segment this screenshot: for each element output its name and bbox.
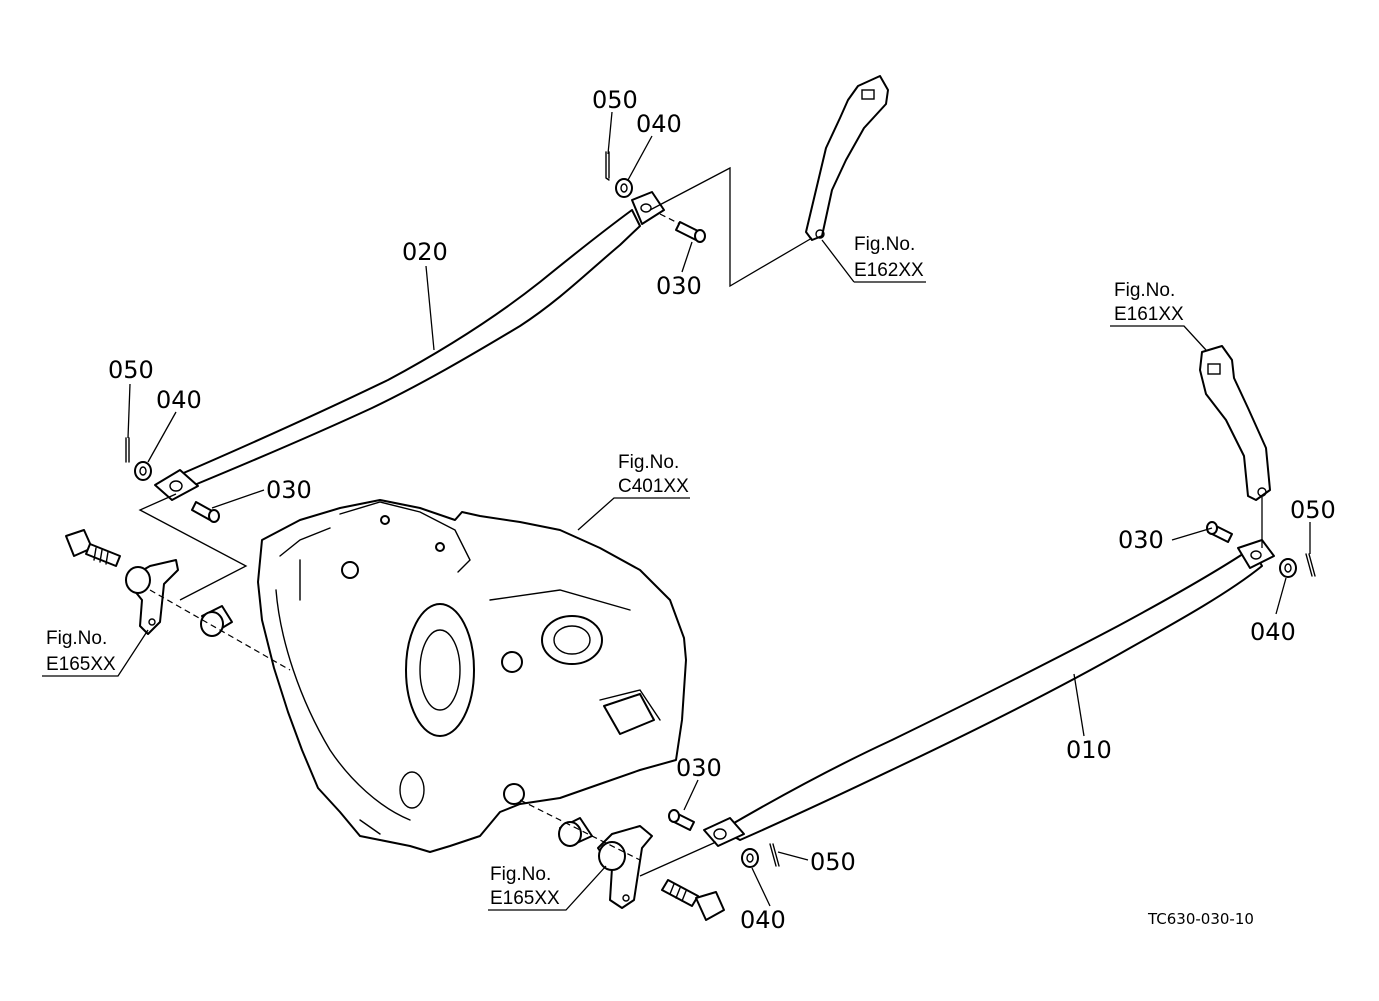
- fig-label-e161: Fig.No.: [1114, 280, 1175, 301]
- bushing-bottom: [558, 817, 593, 847]
- callout-050-bottom: 050: [810, 848, 856, 876]
- figure-ref-e162[interactable]: Fig.No. E162XX: [821, 234, 926, 283]
- clevis-010-right: [1237, 539, 1275, 569]
- arm-e162[interactable]: [805, 75, 889, 241]
- callout-030-right: 030: [1118, 526, 1164, 554]
- callout-040-left: 040: [156, 386, 202, 414]
- leader-050-top: [607, 111, 613, 155]
- bolt-bottom: [661, 879, 725, 921]
- callout-020: 020: [402, 238, 448, 266]
- fig-label-e165-bottom: Fig.No.: [490, 864, 551, 885]
- callout-030-bottom: 030: [676, 754, 722, 782]
- cotter-pin-050-top: [605, 151, 610, 181]
- rod-010[interactable]: [721, 547, 1263, 841]
- clevis-020-right: [631, 191, 665, 225]
- bolt-left: [65, 529, 121, 567]
- leader-050-bottom: [777, 851, 809, 861]
- fig-number-e165-bottom: E165XX: [490, 888, 560, 909]
- washer-040-left: [134, 461, 152, 481]
- callout-040-right: 040: [1250, 618, 1296, 646]
- arm-e161[interactable]: [1199, 345, 1271, 501]
- washer-040-bottom: [741, 848, 759, 868]
- callout-050-right: 050: [1290, 496, 1336, 524]
- callout-050-left: 050: [108, 356, 154, 384]
- callout-030-left: 030: [266, 476, 312, 504]
- leader-050-left: [127, 383, 131, 439]
- cotter-pin-050-bottom: [769, 843, 780, 867]
- pin-030-right: [1206, 521, 1233, 543]
- leader-020: [425, 265, 435, 351]
- callout-040-top: 040: [636, 110, 682, 138]
- leader-030-bottom: [683, 779, 699, 811]
- drawing-code: TC630-030-10: [1147, 910, 1254, 928]
- figure-ref-e165-bottom[interactable]: Fig.No. E165XX: [488, 864, 607, 911]
- fig-number-e165-left: E165XX: [46, 654, 116, 675]
- clevis-010-left: [703, 817, 745, 847]
- cotter-pin-050-right: [1305, 553, 1316, 577]
- washer-040-top: [615, 178, 633, 198]
- cotter-pin-050-left: [125, 437, 130, 463]
- bracket-e165-bottom[interactable]: [597, 825, 653, 909]
- callout-050-top: 050: [592, 86, 638, 114]
- pin-030-bottom: [668, 809, 695, 831]
- rod-020[interactable]: [171, 209, 641, 487]
- fig-label-e165-left: Fig.No.: [46, 628, 107, 649]
- figure-ref-e165-left[interactable]: Fig.No. E165XX: [42, 628, 149, 677]
- pin-030-top: [659, 213, 706, 243]
- assembly-line-top: [649, 166, 813, 288]
- fig-label-e162: Fig.No.: [854, 234, 915, 255]
- leader-040-right: [1275, 577, 1287, 615]
- transmission-case-c401[interactable]: [257, 499, 687, 853]
- leader-010: [1073, 673, 1085, 737]
- callout-040-bottom: 040: [740, 906, 786, 934]
- leader-040-top: [627, 135, 653, 181]
- fig-number-e162: E162XX: [854, 260, 924, 281]
- fig-number-c401: C401XX: [618, 476, 689, 497]
- leader-030-left: [211, 489, 265, 509]
- leader-040-left: [147, 411, 177, 463]
- assembly-line-bottom: [639, 841, 717, 877]
- bushing-left: [200, 605, 233, 637]
- pin-030-left: [191, 501, 220, 523]
- figure-ref-e161[interactable]: Fig.No. E161XX: [1110, 280, 1207, 351]
- clevis-020-left: [154, 469, 199, 501]
- fig-number-e161: E161XX: [1114, 304, 1184, 325]
- assembly-line-left: [138, 493, 248, 601]
- bracket-e165-left[interactable]: [125, 559, 179, 635]
- leader-030-right: [1171, 527, 1213, 541]
- washer-040-right: [1279, 558, 1297, 578]
- figure-ref-c401[interactable]: Fig.No. C401XX: [577, 452, 690, 531]
- leader-040-bottom: [751, 867, 771, 907]
- leader-030-top: [681, 241, 693, 273]
- callout-010: 010: [1066, 736, 1112, 764]
- fig-label-c401: Fig.No.: [618, 452, 679, 473]
- callout-030-top: 030: [656, 272, 702, 300]
